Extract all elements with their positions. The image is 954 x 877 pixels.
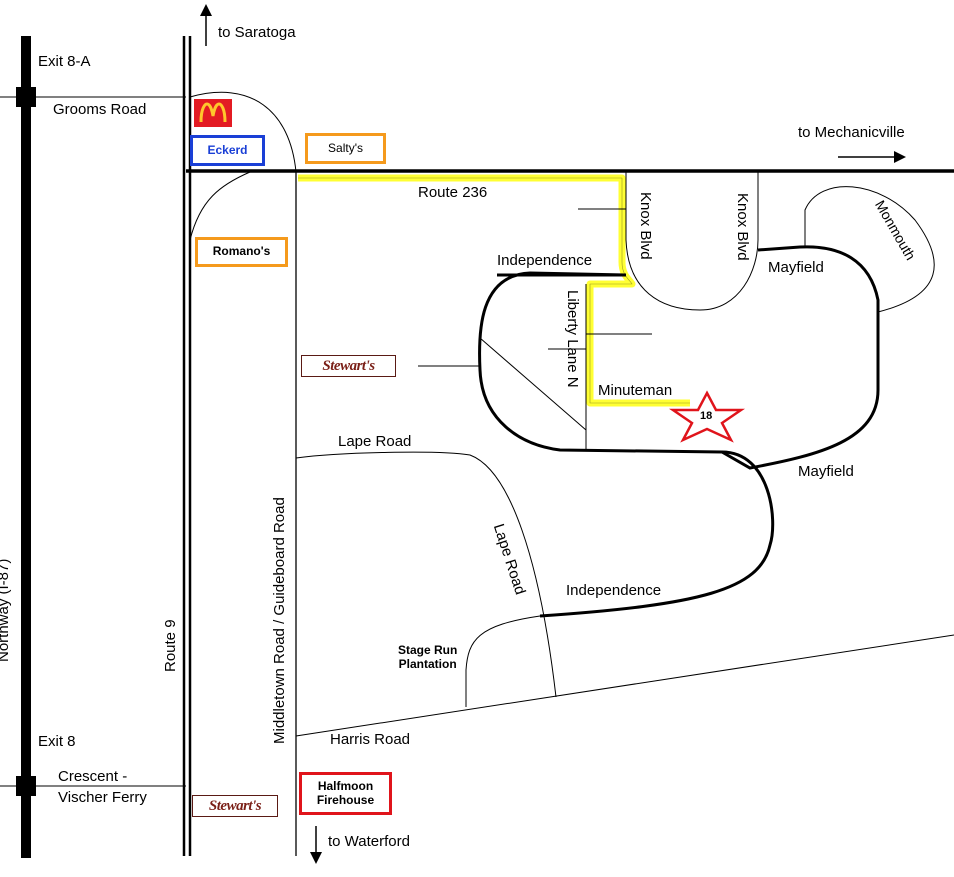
mayfield-bottom-label: Mayfield: [798, 463, 854, 480]
to-mechanicville-label: to Mechanicville: [798, 124, 905, 141]
main-loop: [478, 271, 775, 618]
romanos-ramp-curve: [189, 171, 251, 241]
route-highlight-center: [298, 177, 690, 404]
diagonal-street: [479, 337, 587, 431]
to-waterford-label: to Waterford: [328, 833, 410, 850]
minuteman-label: Minuteman: [598, 382, 673, 399]
mayfield-top-label: Mayfield: [768, 259, 824, 276]
arrow-right-icon: [838, 151, 906, 163]
crescent-label-line1: Crescent -: [58, 768, 128, 785]
romanos-marker: Romano's: [195, 237, 288, 267]
grooms-road-label: Grooms Road: [53, 101, 147, 118]
destination-number: 18: [700, 410, 713, 422]
lape-road-curve: [295, 451, 557, 698]
middletown-road-label: Middletown Road / Guideboard Road: [271, 497, 288, 744]
harris-road-line: [295, 634, 954, 737]
route-236-label: Route 236: [418, 184, 488, 201]
knox-blvd-label-2: Knox Blvd: [734, 193, 751, 261]
stage-run-road: [465, 615, 541, 707]
knox-blvd-label-1: Knox Blvd: [637, 192, 654, 260]
firehouse-line2: Firehouse: [316, 792, 375, 807]
red-star-icon: [668, 390, 746, 443]
independence-top-label: Independence: [497, 252, 593, 269]
liberty-lane-label: Liberty Lane N: [564, 290, 581, 388]
mcdonalds-logo: [194, 99, 232, 127]
independence-bottom-label: Independence: [566, 582, 662, 599]
exit-8-label: Exit 8: [38, 733, 76, 750]
stewarts-marker-2: Stewart's: [192, 795, 278, 817]
stewarts-marker-1: Stewart's: [301, 355, 396, 377]
route-9-label: Route 9: [162, 619, 179, 672]
lape-road-label: Lape Road: [338, 433, 412, 450]
arrow-up-icon: [200, 4, 212, 46]
stage-run-label-line1: Stage Run: [398, 643, 458, 657]
eckerd-marker: Eckerd: [190, 135, 265, 166]
knox-blvd-curve: [625, 171, 759, 311]
grooms-ramp-curve: [189, 91, 297, 173]
route-highlight: [298, 174, 690, 407]
firehouse-line1: Halfmoon: [317, 778, 374, 793]
arrow-down-icon: [310, 826, 322, 864]
mcdonalds-arches-icon: [199, 102, 227, 123]
crescent-label-line2: Vischer Ferry: [58, 789, 147, 806]
stage-run-label-line2: Plantation: [398, 657, 457, 672]
monmouth-loop: [804, 186, 935, 313]
mayfield-loop-right: [721, 245, 880, 470]
stage-run-label: Stage Run Plantation: [398, 643, 457, 672]
harris-road-label: Harris Road: [330, 731, 411, 748]
saltys-marker: Salty's: [305, 133, 386, 164]
northway-label: Northway (I-87): [0, 558, 12, 662]
to-saratoga-label: to Saratoga: [218, 24, 296, 41]
exit-8a-label: Exit 8-A: [38, 53, 91, 70]
halfmoon-firehouse-marker: Halfmoon Firehouse: [299, 772, 392, 815]
